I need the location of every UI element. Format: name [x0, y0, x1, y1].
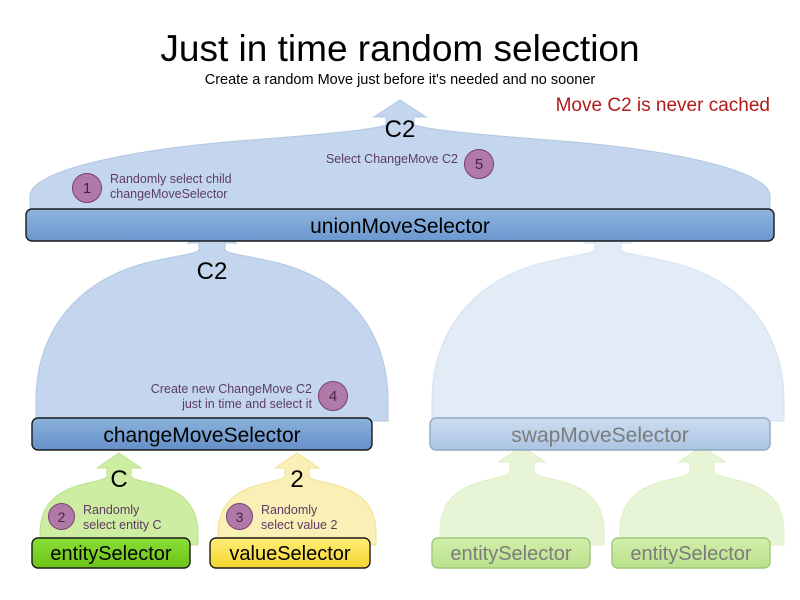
- annotation-note-3: Randomly select value 2: [261, 503, 371, 533]
- warning-text: Move C2 is never cached: [555, 95, 770, 116]
- balloon-label-change: C2: [196, 258, 228, 285]
- box-value-left-shape[interactable]: [209, 537, 371, 569]
- balloon-label-entity-left: C: [110, 466, 128, 493]
- page-subtitle: Create a random Move just before it's ne…: [204, 72, 596, 88]
- balloon-entity-r1-faded: [439, 445, 605, 546]
- box-entity-left-shape[interactable]: [31, 537, 191, 569]
- balloon-union: [29, 99, 771, 214]
- annotation-note-2: Randomly select entity C: [83, 503, 193, 533]
- annotation-note-1-line2: changeMoveSelector: [110, 187, 228, 201]
- box-swap-shape[interactable]: [429, 417, 771, 451]
- balloon-label-value-left: 2: [290, 466, 304, 493]
- annotation-note-5-line1: Select ChangeMove C2: [325, 152, 458, 166]
- annotation-note-1: Randomly select child changeMoveSelector: [110, 172, 320, 202]
- annotation-number-2: 2: [48, 503, 75, 530]
- box-entity-r2-shape[interactable]: [611, 537, 771, 569]
- annotation-note-4-line2: just in time and select it: [182, 397, 312, 411]
- annotation-number-1: 1: [72, 173, 102, 203]
- page-title: Just in time random selection: [160, 28, 640, 69]
- balloon-entity-r2-faded: [619, 445, 785, 546]
- box-entity-r1-shape[interactable]: [431, 537, 591, 569]
- annotation-note-2-line2: select entity C: [83, 518, 162, 532]
- annotation-note-1-line1: Randomly select child: [110, 172, 232, 186]
- annotation-number-4: 4: [318, 381, 348, 411]
- annotation-note-3-line2: select value 2: [261, 518, 338, 532]
- balloon-swap-faded: [431, 226, 785, 422]
- balloon-entity-left: [39, 452, 199, 546]
- box-union-shape[interactable]: [25, 208, 775, 242]
- annotation-number-5: 5: [464, 149, 494, 179]
- annotation-note-5: Select ChangeMove C2: [250, 152, 458, 167]
- annotation-note-3-line1: Randomly: [261, 503, 318, 517]
- balloon-label-union: C2: [384, 116, 416, 143]
- annotation-note-4-line1: Create new ChangeMove C2: [150, 382, 312, 396]
- annotation-number-3: 3: [226, 503, 253, 530]
- annotation-note-2-line1: Randomly: [83, 503, 140, 517]
- balloon-value-left: [217, 452, 377, 546]
- annotation-note-4: Create new ChangeMove C2 just in time an…: [100, 382, 312, 412]
- box-change-shape[interactable]: [31, 417, 373, 451]
